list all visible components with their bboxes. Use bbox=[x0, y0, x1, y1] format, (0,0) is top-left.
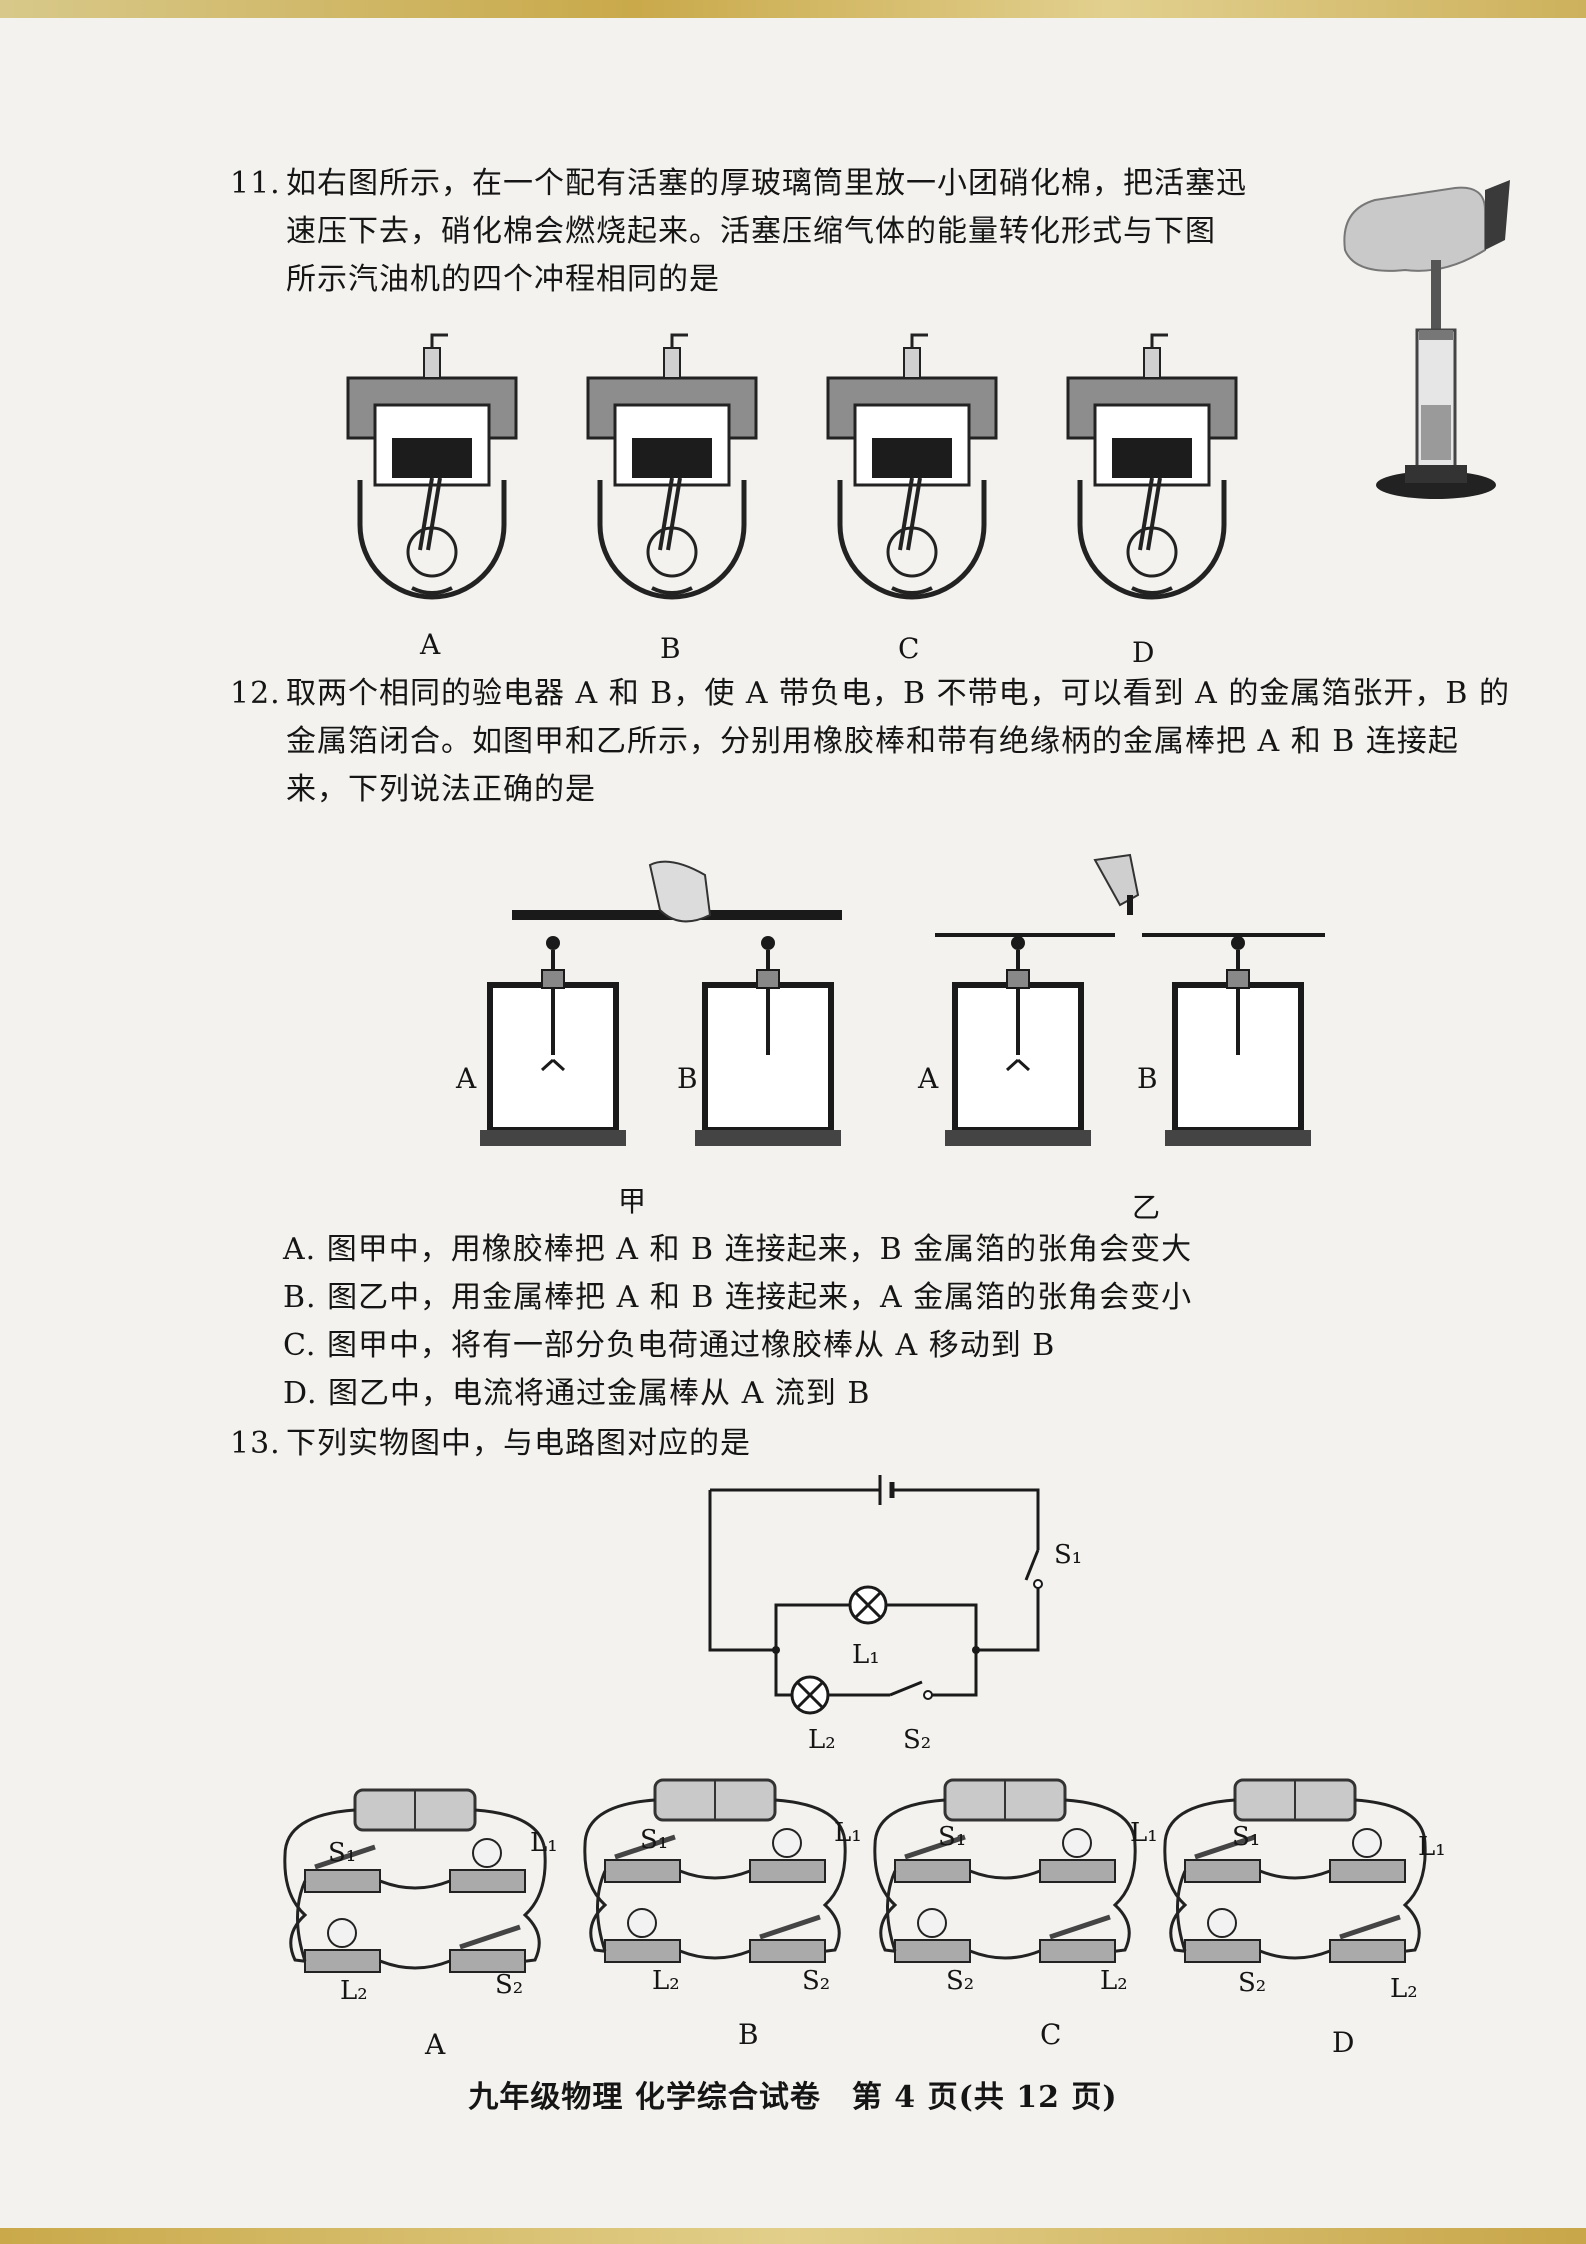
engine-stroke-diagrams bbox=[340, 330, 1240, 630]
board-c-s2: S₂ bbox=[946, 1966, 975, 1996]
circuit-label-s1: S₁ bbox=[1054, 1540, 1083, 1570]
board-c-s1: S₁ bbox=[938, 1822, 967, 1852]
question-number: 13. bbox=[230, 1426, 281, 1461]
question-text-line: 如右图所示，在一个配有活塞的厚玻璃筒里放一小团硝化棉，把活塞迅 bbox=[286, 166, 1247, 201]
electroscope-label-a: A bbox=[456, 1062, 477, 1095]
engine-label-a: A bbox=[420, 628, 441, 661]
circuit-diagram bbox=[708, 1475, 1043, 1715]
question-13: 13. 下列实物图中，与电路图对应的是 bbox=[230, 1420, 751, 1468]
board-b-s1: S₁ bbox=[640, 1825, 669, 1855]
question-text-line: 来，下列说法正确的是 bbox=[286, 772, 596, 807]
board-b-l1: L₁ bbox=[834, 1818, 862, 1848]
option-a[interactable]: A. 图甲中，用橡胶棒把 A 和 B 连接起来，B 金属箔的张角会变大 bbox=[283, 1232, 1193, 1267]
board-label-a[interactable]: A bbox=[425, 2028, 446, 2061]
circuit-label-l2: L₂ bbox=[808, 1725, 836, 1755]
option-c[interactable]: C. 图甲中，将有一部分负电荷通过橡胶棒从 A 移动到 B bbox=[283, 1328, 1056, 1363]
electroscope-label-a: A bbox=[918, 1062, 939, 1095]
engine-label-b: B bbox=[660, 632, 681, 665]
option-d[interactable]: D. 图乙中，电流将通过金属棒从 A 流到 B bbox=[283, 1376, 871, 1411]
question-text-line: 金属箔闭合。如图甲和乙所示，分别用橡胶棒和带有绝缘柄的金属棒把 A 和 B 连接… bbox=[286, 724, 1459, 759]
question-text-line: 下列实物图中，与电路图对应的是 bbox=[286, 1426, 751, 1461]
board-label-d[interactable]: D bbox=[1332, 2026, 1355, 2059]
board-a-l1: L₁ bbox=[530, 1828, 558, 1858]
board-d-s1: S₁ bbox=[1232, 1822, 1261, 1852]
option-b[interactable]: B. 图乙中，用金属棒把 A 和 B 连接起来，A 金属箔的张角会变小 bbox=[283, 1280, 1193, 1315]
board-a-l2: L₂ bbox=[340, 1976, 368, 2006]
board-label-b[interactable]: B bbox=[738, 2018, 759, 2051]
board-d-l1: L₁ bbox=[1418, 1832, 1446, 1862]
top-color-band bbox=[0, 0, 1586, 18]
electroscope-figures bbox=[470, 853, 1325, 1155]
bottom-color-band bbox=[0, 2228, 1586, 2244]
question-11: 11. 如右图所示，在一个配有活塞的厚玻璃筒里放一小团硝化棉，把活塞迅 速压下去… bbox=[230, 160, 1247, 304]
electroscope-label-b: B bbox=[1137, 1062, 1158, 1095]
board-c-l2: L₂ bbox=[1100, 1966, 1128, 1996]
page-footer: 九年级物理 化学综合试卷 第 4 页(共 12 页) bbox=[468, 2080, 1118, 2115]
board-label-c[interactable]: C bbox=[1040, 2018, 1062, 2051]
figure-label-yi: 乙 bbox=[1132, 1191, 1161, 1224]
figure-label-jia: 甲 bbox=[618, 1185, 647, 1218]
engine-label-c: C bbox=[898, 632, 920, 665]
question-text-line: 速压下去，硝化棉会燃烧起来。活塞压缩气体的能量转化形式与下图 bbox=[286, 214, 1216, 249]
question-number: 12. bbox=[230, 676, 281, 711]
electroscope-label-b: B bbox=[677, 1062, 698, 1095]
circuit-label-s2: S₂ bbox=[903, 1725, 932, 1755]
piston-cylinder-photo bbox=[1343, 180, 1510, 499]
circuit-label-l1: L₁ bbox=[852, 1640, 880, 1670]
board-d-s2: S₂ bbox=[1238, 1968, 1267, 1998]
question-text-line: 取两个相同的验电器 A 和 B，使 A 带负电，B 不带电，可以看到 A 的金属… bbox=[286, 676, 1510, 711]
question-number: 11. bbox=[230, 166, 281, 201]
engine-label-d: D bbox=[1132, 636, 1155, 669]
question-text-line: 所示汽油机的四个冲程相同的是 bbox=[286, 262, 720, 297]
board-c-l1: L₁ bbox=[1130, 1818, 1158, 1848]
board-d-l2: L₂ bbox=[1390, 1974, 1418, 2004]
question-12: 12. 取两个相同的验电器 A 和 B，使 A 带负电，B 不带电，可以看到 A… bbox=[230, 670, 1510, 814]
board-a-s2: S₂ bbox=[495, 1970, 524, 2000]
board-b-s2: S₂ bbox=[802, 1966, 831, 1996]
board-a-s1: S₁ bbox=[328, 1838, 357, 1868]
real-circuit-boards bbox=[275, 1775, 1445, 1975]
board-b-l2: L₂ bbox=[652, 1966, 680, 1996]
